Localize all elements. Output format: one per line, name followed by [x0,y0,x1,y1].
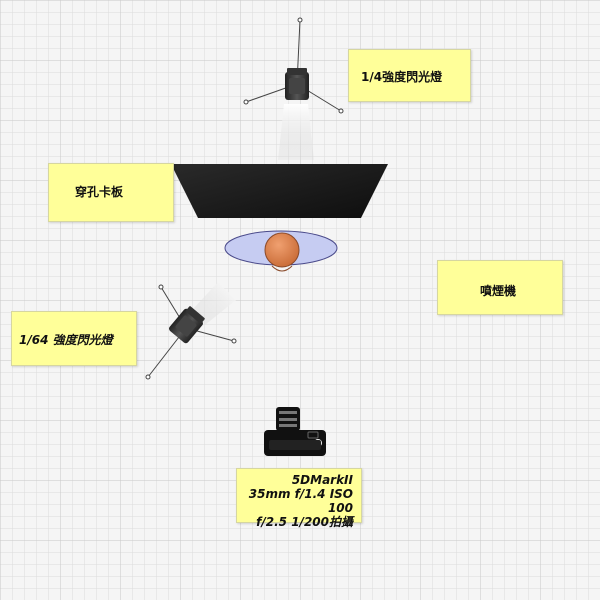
label-flag: 穿孔卡板 [48,163,174,222]
camera-icon[interactable] [264,407,326,456]
flash-head-icon [169,306,205,344]
black-flag-icon[interactable] [171,164,388,218]
flash-left[interactable] [145,282,237,380]
flash-top-text: 1/4強度閃光燈 [361,70,443,84]
flash-head-icon [285,68,309,100]
camera-line-3: f/2.5 1/200拍攝 [256,515,353,529]
label-camera: 5DMarkII 35mm f/1.4 ISO 100 f/2.5 1/200拍… [236,468,362,529]
camera-line-1: 5DMarkII [291,473,353,487]
label-smoke-machine: 噴煙機 [437,260,563,315]
camera-line-2: 35mm f/1.4 ISO 100 [248,487,353,515]
light-beam [194,282,236,325]
light-beam [278,104,314,160]
smoke-text: 噴煙機 [480,284,517,298]
flag-text: 穿孔卡板 [75,185,124,199]
label-flash-left: 1/64 強度閃光燈 [11,311,137,366]
flash-top[interactable] [243,17,344,160]
label-flash-top: 1/4強度閃光燈 [348,49,471,102]
flash-left-text: 1/64 強度閃光燈 [19,333,113,347]
subject-icon[interactable] [224,230,338,272]
